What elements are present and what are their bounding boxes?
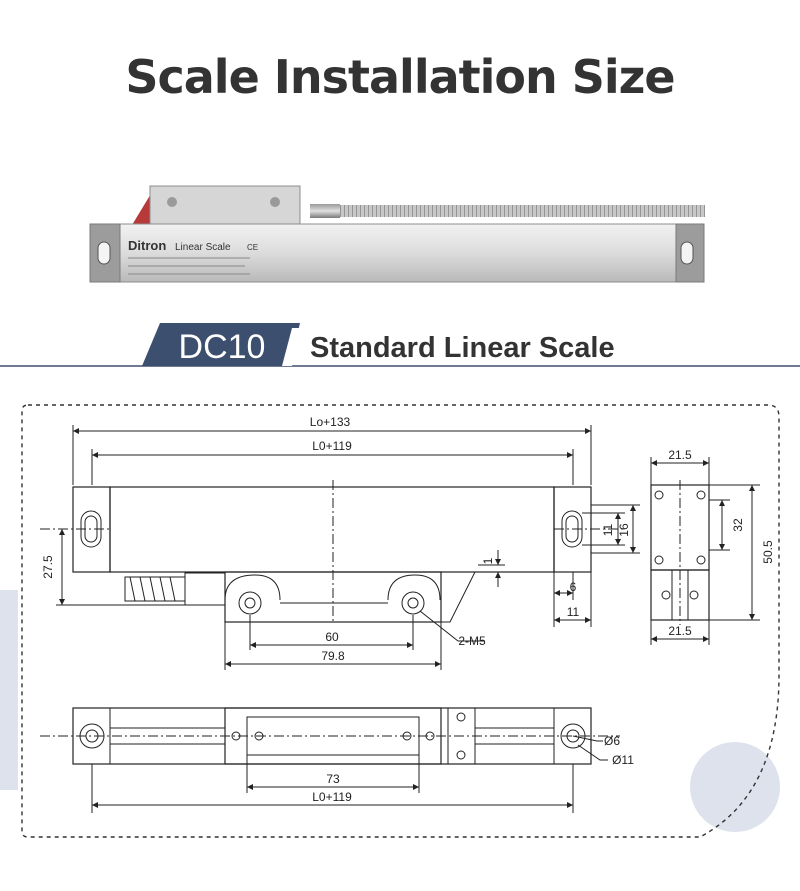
cable	[335, 205, 705, 217]
dim-bottom-73: 73	[326, 772, 340, 786]
dim-height-27-5: 27.5	[41, 555, 55, 579]
model-badge	[142, 323, 300, 366]
dim-reader-79-8: 79.8	[321, 649, 345, 663]
page-title: Scale Installation Size	[125, 50, 675, 104]
dim-gap-1: 1	[481, 557, 495, 564]
dim-reader-60: 60	[325, 630, 339, 644]
section-banner: DC10 Standard Linear Scale	[0, 323, 800, 367]
dim-offset-11: 11	[567, 605, 580, 619]
dim-side-width-top: 21.5	[668, 448, 692, 462]
dim-11-vertical: 11	[601, 523, 615, 536]
scale-body	[89, 223, 701, 283]
reader-red-bracket	[132, 192, 155, 225]
left-accent	[0, 590, 18, 790]
section-subtitle: Standard Linear Scale	[310, 332, 615, 364]
dim-16-vertical: 16	[617, 523, 631, 537]
brand-label: Ditron	[128, 238, 166, 253]
dashed-frame	[21, 404, 780, 838]
product-photo: Ditron Linear Scale CE	[89, 185, 705, 283]
dim-thread-2-m5: 2-M5	[458, 634, 486, 648]
dim-side-32: 32	[731, 518, 745, 532]
corner-accent	[690, 742, 780, 832]
dim-diameter-6: Ø6	[604, 734, 620, 748]
dim-side-50-5: 50.5	[761, 540, 775, 564]
dim-offset-6: 6	[570, 580, 577, 594]
ce-mark: CE	[247, 243, 258, 252]
dim-inner-length: L0+119	[312, 439, 352, 453]
model-label: DC10	[179, 328, 266, 366]
dim-overall-length: Lo+133	[310, 415, 351, 429]
dim-diameter-11: Ø11	[612, 753, 634, 767]
product-label: Linear Scale	[175, 242, 231, 253]
installation-drawing: Lo+133 L0+119 27.5 11 16 1 6 11 60 79.8 …	[0, 404, 780, 838]
dim-bottom-length: L0+119	[312, 790, 352, 804]
dim-side-width-bottom: 21.5	[668, 624, 692, 638]
